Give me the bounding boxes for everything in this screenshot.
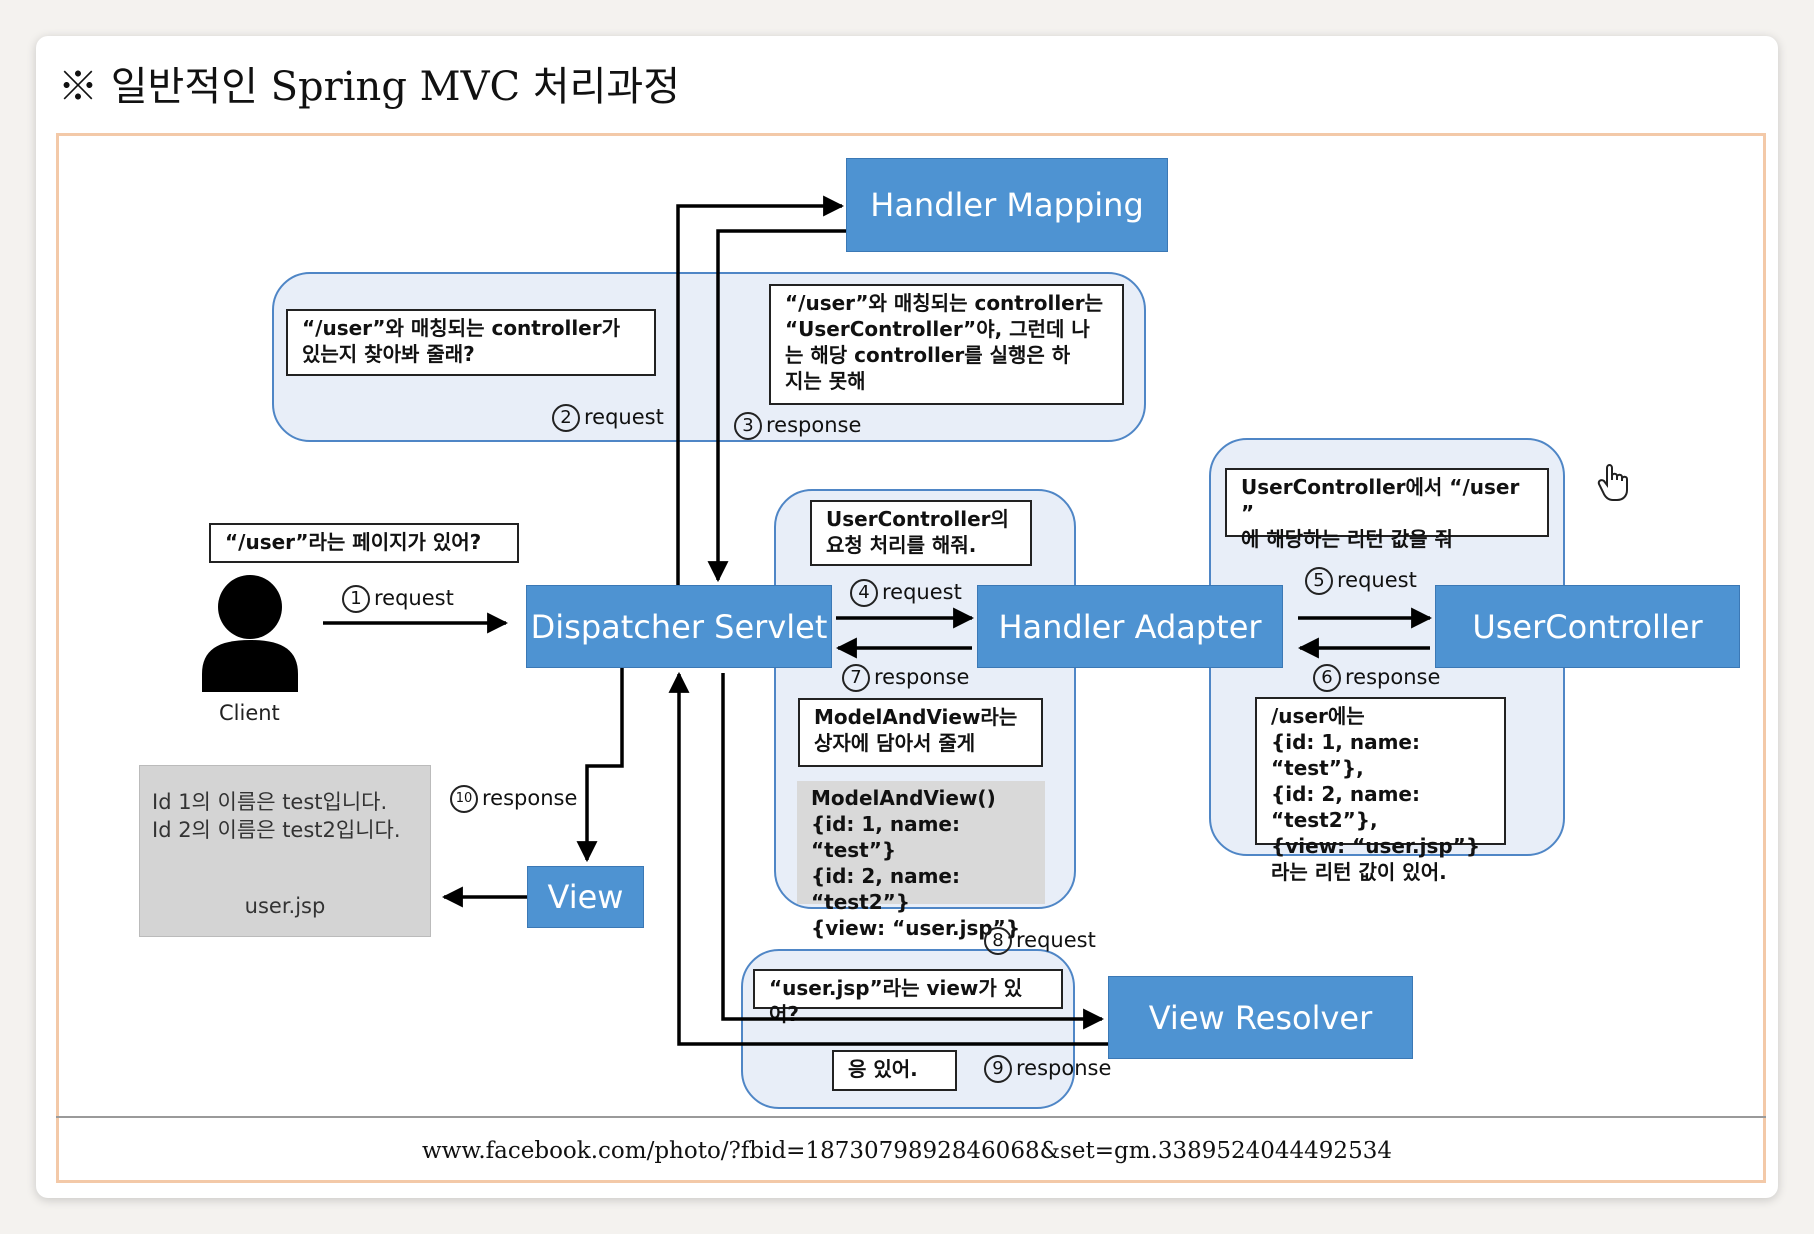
source-url[interactable]: www.facebook.com/photo/?fbid=18730798928… [422, 1138, 1392, 1164]
model-and-view-note: ModelAndView라는 상자에 담아서 줄게 [798, 698, 1043, 767]
find-controller-note: “/user”와 매칭되는 controller가 있는지 찾아봐 줄래? [286, 309, 656, 376]
result-file-name: user.jsp [244, 894, 326, 918]
client-person-icon [202, 575, 298, 692]
mapping-answer-note: “/user”와 매칭되는 controller는 “UserControlle… [769, 284, 1124, 405]
view-question-note: “user.jsp”라는 view가 있어? [753, 969, 1063, 1026]
result-line-2: Id 2의 이름은 test2입니다. [152, 818, 401, 842]
adapter-request-note: UserController의 요청 처리를 해줘. [810, 500, 1032, 566]
handler-adapter-box: Handler Adapter [977, 585, 1283, 668]
arrow-8-request [721, 673, 1105, 1030]
client-label: Client [219, 701, 280, 725]
arrow-9-response [668, 671, 1108, 1046]
page-title: ※ 일반적인 Spring MVC 처리과정 [58, 64, 680, 110]
model-and-view-value: ModelAndView() {id: 1, name: “test”} {id… [797, 781, 1045, 940]
dispatcher-servlet-box: Dispatcher Servlet [526, 585, 832, 668]
view-resolver-box: View Resolver [1108, 976, 1413, 1059]
result-line-1: Id 1의 이름은 test입니다. [152, 790, 388, 814]
rendered-result-page: Id 1의 이름은 test입니다. Id 2의 이름은 test2입니다. u… [139, 765, 431, 937]
controller-answer-note: /user에는 {id: 1, name: “test”}, {id: 2, n… [1255, 697, 1506, 884]
view-answer-note: 응 있어. [832, 1050, 957, 1091]
arrow-2-request [676, 195, 845, 585]
client-question-note: “/user”라는 페이지가 있어? [209, 523, 519, 563]
hand-cursor-icon [1597, 464, 1628, 501]
arrow-10-response [576, 668, 624, 863]
handler-mapping-box: Handler Mapping [846, 158, 1168, 252]
view-box: View [527, 866, 644, 928]
footer-divider [56, 1116, 1766, 1118]
user-controller-box: UserController [1435, 585, 1740, 668]
arrow-3-response [707, 229, 846, 583]
controller-request-note: UserController에서 “/user ” 에 해당하는 리턴 값을 줘 [1225, 468, 1549, 551]
